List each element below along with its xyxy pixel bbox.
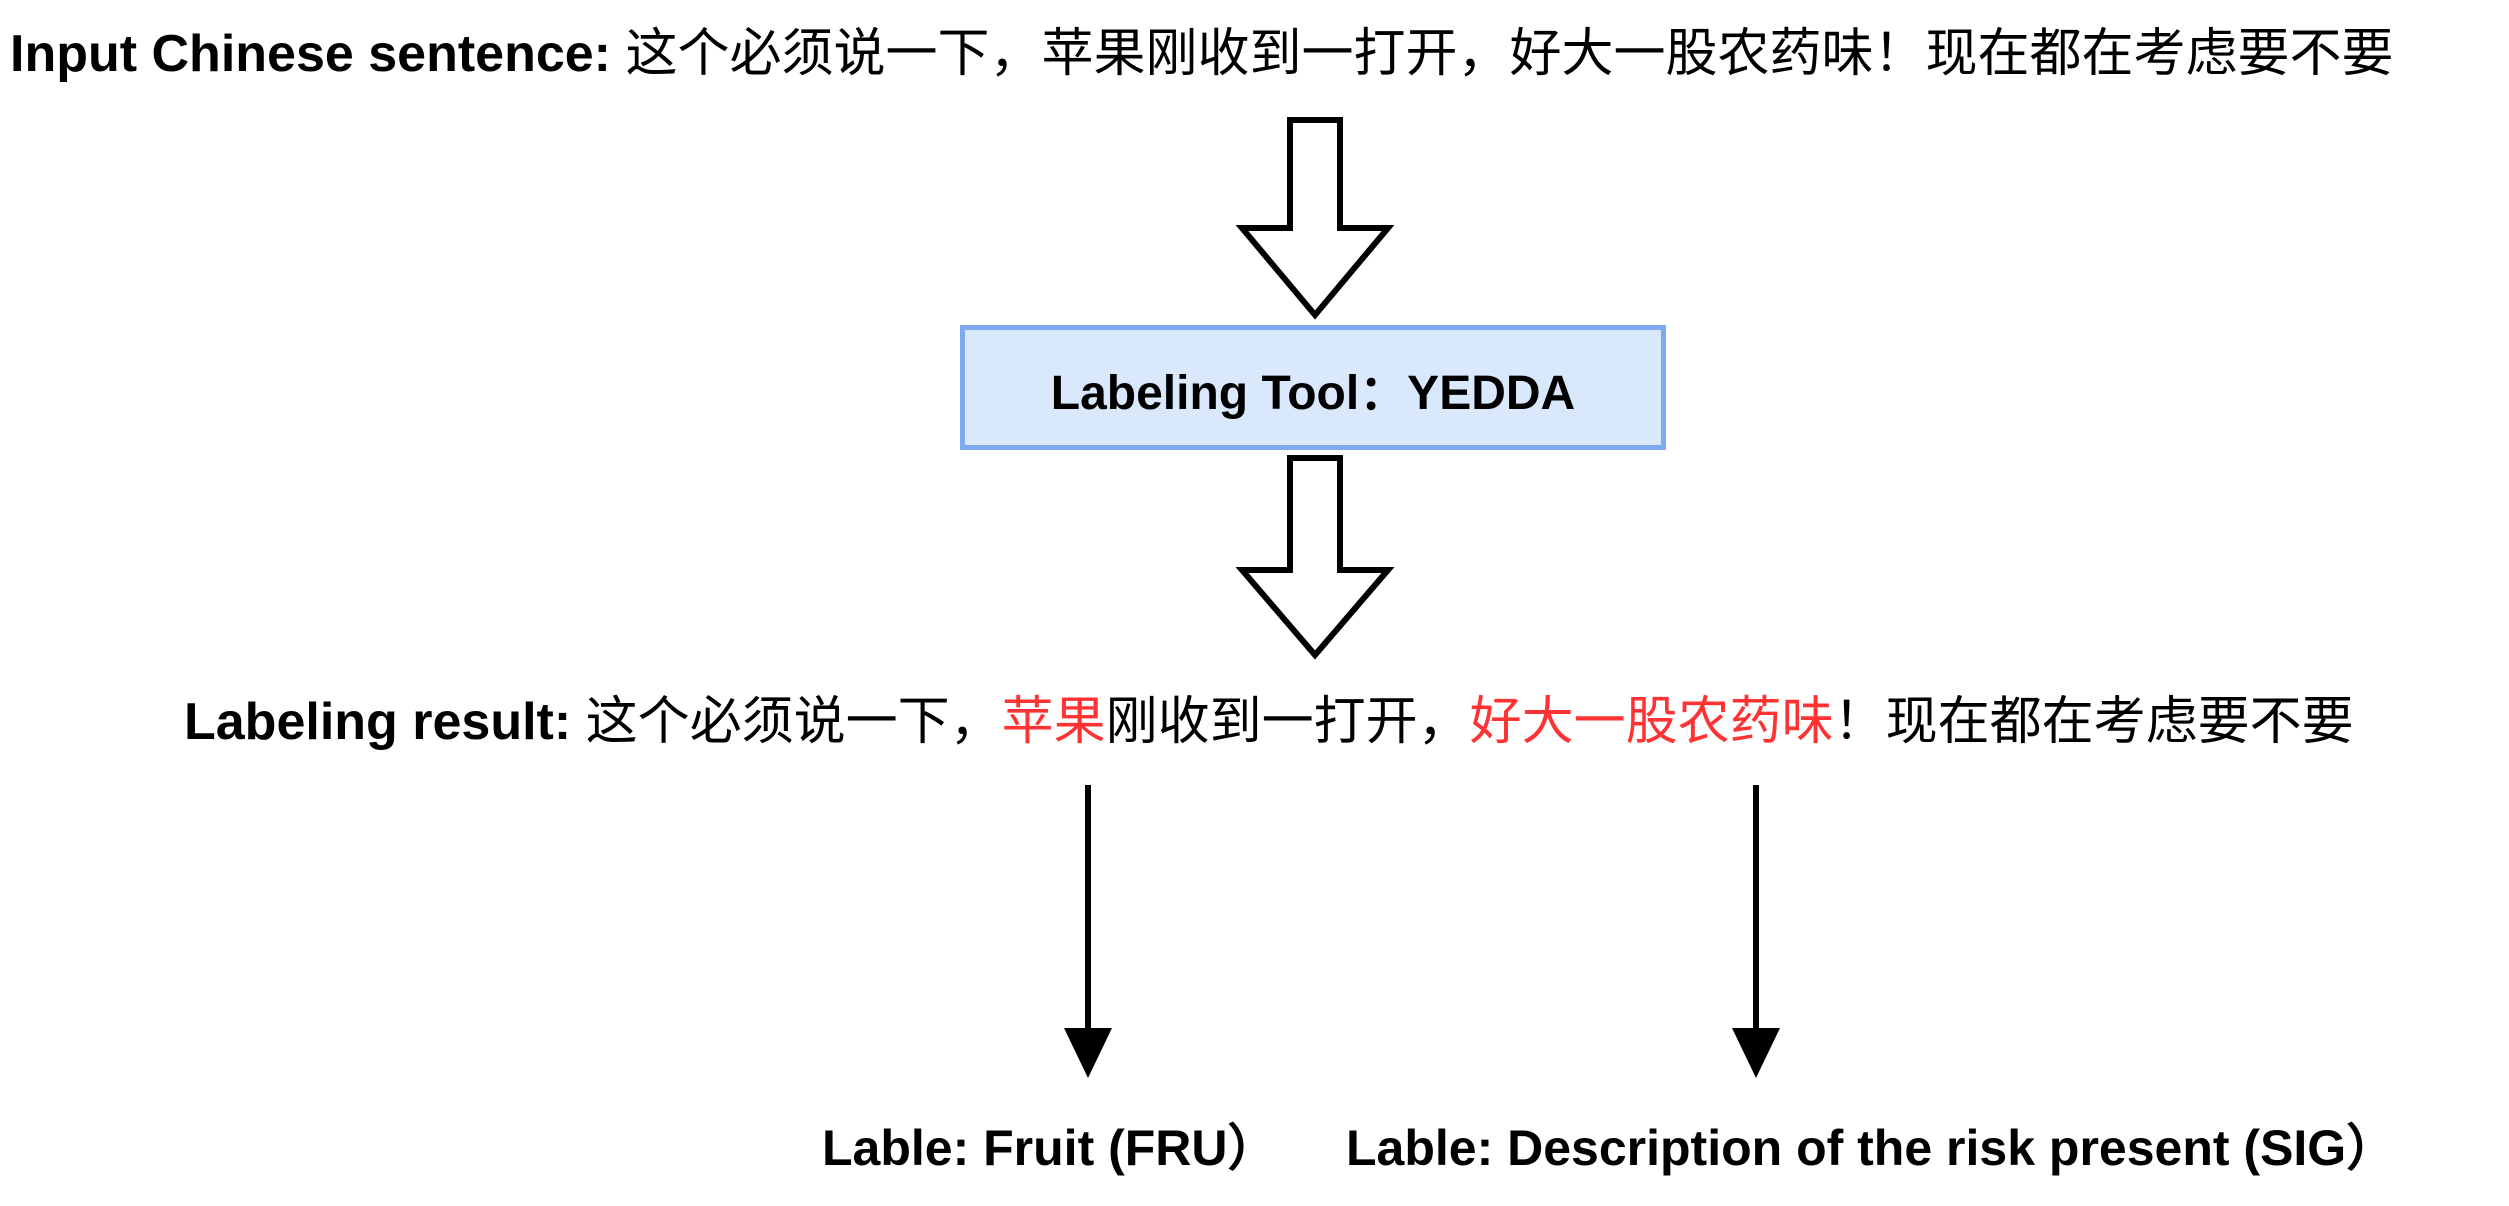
result-segment-fruit-highlight: 苹果 xyxy=(1001,692,1106,752)
label-risk-description: Lable: Description of the risk present (… xyxy=(1346,1120,2397,1176)
result-segment-4: ！现在都在考虑要不要 xyxy=(1833,692,2354,752)
arrowhead-down-icon xyxy=(1732,1028,1780,1078)
result-segment-risk-highlight: 好大一股农药味 xyxy=(1469,692,1834,752)
label-fruit: Lable: Fruit (FRU） xyxy=(822,1120,1278,1176)
labeling-tool-box: Labeling Tool：YEDDA xyxy=(960,325,1666,450)
result-segment-2: 刚收到一打开， xyxy=(1105,692,1470,752)
arrowhead-down-icon xyxy=(1064,1028,1112,1078)
input-sentence: 这个必须说一下，苹果刚收到一打开，好大一股农药味！现在都在考虑要不要 xyxy=(625,24,2394,84)
result-segment-0: 这个必须说一下， xyxy=(585,692,1002,752)
hollow-arrow-down-icon xyxy=(1235,455,1395,660)
labeling-tool-label: Labeling Tool：YEDDA xyxy=(1050,366,1576,420)
result-label: Labeling result: xyxy=(184,693,586,751)
input-label: Input Chinese sentence: xyxy=(10,25,626,83)
labeling-result-line: Labeling result: 这个必须说一下，苹果刚收到一打开，好大一股农药… xyxy=(184,692,2354,752)
hollow-arrow-down-icon xyxy=(1235,117,1395,320)
input-sentence-line: Input Chinese sentence: 这个必须说一下，苹果刚收到一打开… xyxy=(10,24,2393,84)
